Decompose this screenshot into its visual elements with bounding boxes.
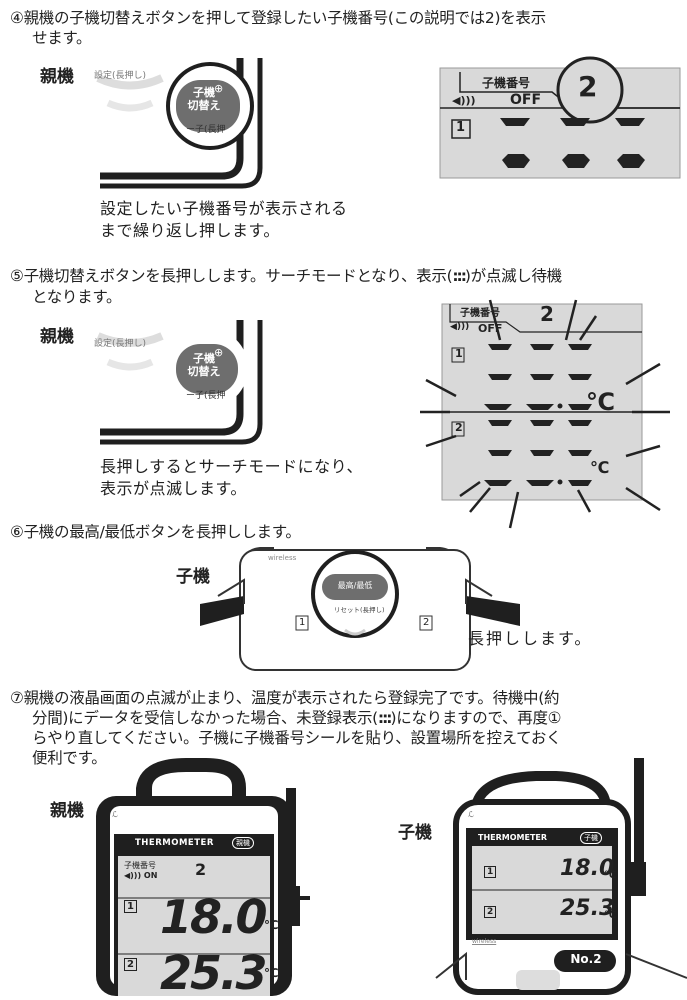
- parent-device-illustration-2: [96, 320, 263, 445]
- child-unit2: ℃: [604, 910, 617, 921]
- button-label-line1: 子機: [193, 352, 215, 365]
- step5-text-a: ⑤子機切替えボタンを長押しします。サーチモードとなり、表示(: [10, 267, 453, 285]
- speaker-icon-4: ◀))): [452, 94, 476, 107]
- lcd-child-number-label-4: 子機番号: [482, 76, 531, 90]
- parent-thermometer-device: [96, 758, 310, 996]
- step4-caption-line1: 設定したい子機番号が表示される: [100, 199, 348, 218]
- step5-caption-line1: 長押しするとサーチモードになり、: [100, 457, 364, 476]
- lcd-ch2-5: 2: [455, 421, 463, 434]
- lcd-selected-number-4: 2: [578, 70, 598, 103]
- child-lcd-ch2: 2: [484, 906, 497, 918]
- blink-symbol-icon: :::: [452, 267, 467, 285]
- child-ch1: 1: [299, 617, 306, 628]
- brand-text-1: wireless: [268, 554, 297, 562]
- lcd-display-blinking: [420, 299, 670, 529]
- child-lcd-ch1: 1: [484, 866, 497, 878]
- brand-text-2: wireless: [472, 938, 497, 945]
- celsius-icon-2: ℃: [590, 458, 610, 477]
- thermometer-label-parent: THERMOMETER: [135, 838, 214, 848]
- button-label-line2: 切替え: [187, 99, 221, 112]
- parent-label-3: 親機: [50, 801, 84, 821]
- child-temp2: 25.3: [560, 896, 615, 921]
- speaker-icon-5: ◀))): [450, 322, 470, 332]
- parent-ch2: 2: [124, 958, 137, 971]
- step4-line1: ④親機の子機切替えボタンを押して登録したい子機番号(この説明では2)を表示: [10, 9, 546, 27]
- lcd-child-number-label-5: 子機番号: [460, 308, 500, 319]
- child-ch2: 2: [423, 617, 430, 628]
- reset-text: リセット(長押し): [334, 606, 385, 614]
- brand-logo-parent: ℒ: [112, 810, 118, 819]
- reset-fragment-2: ー子(長押: [186, 391, 226, 401]
- setting-text-2: 設定(長押し): [94, 339, 147, 349]
- parent-temp1: 18.0: [160, 890, 267, 944]
- button-label-line1: 子機: [193, 86, 215, 99]
- max-min-button[interactable]: 最高/最低: [337, 581, 373, 590]
- parent-device-illustration-1: [96, 58, 263, 189]
- child-label-1: 子機: [176, 567, 210, 587]
- parent-temp2: 25.3: [160, 946, 267, 1000]
- step4-line2: せます。: [32, 29, 92, 47]
- lcd-off-4: OFF: [510, 92, 542, 108]
- plus-icon: ⊕: [214, 82, 224, 95]
- brand-logo-child: ℒ: [468, 810, 474, 819]
- child-switch-button-2[interactable]: 子機 切替え: [184, 352, 224, 378]
- child-label-2: 子機: [398, 823, 432, 843]
- child-temp1: 18.0: [560, 856, 615, 881]
- parent-label-2: 親機: [40, 327, 74, 347]
- lcd-ch1-4: 1: [456, 120, 466, 135]
- plus-icon: ⊕: [214, 346, 224, 359]
- parent-child-number-label: 子機番号: [124, 861, 156, 870]
- parent-unit2: ℃: [264, 966, 279, 980]
- step5-line1: ⑤子機切替えボタンを長押しします。サーチモードとなり、表示(:::)が点滅し待機: [10, 266, 562, 286]
- step6-caption: 長押しします。: [468, 629, 593, 648]
- lcd-ch1-5: 1: [455, 347, 463, 360]
- lcd-selected-number-5: 2: [540, 302, 554, 326]
- parent-unit1: ℃: [264, 918, 279, 932]
- parent-label-1: 親機: [40, 67, 74, 87]
- celsius-icon-1: ℃: [586, 388, 616, 416]
- step7-line2: 分間)にデータを受信しなかった場合、未登録表示(:::)になりますので、再度①: [32, 708, 562, 728]
- child-device-illustration: [200, 547, 520, 671]
- step7-text-b: )になりますので、再度①: [390, 709, 562, 727]
- child-unit1: ℃: [604, 870, 617, 881]
- step5-caption-line2: 表示が点滅します。: [100, 479, 247, 498]
- parent-ch1: 1: [124, 900, 137, 913]
- parent-sound-on: ◀))) ON: [124, 871, 158, 880]
- thermometer-label-child: THERMOMETER: [478, 833, 548, 842]
- reset-fragment-1: ー子(長押: [186, 125, 226, 135]
- setting-text-1: 設定(長押し): [94, 71, 147, 81]
- lcd-off-5: OFF: [478, 322, 503, 335]
- step7-line3: らやり直してください。子機に子機番号シールを貼り、設置場所を控えておく: [32, 729, 562, 747]
- child-switch-button-1[interactable]: 子機 切替え: [184, 86, 224, 112]
- child-badge: 子機: [580, 832, 602, 844]
- step5-text-b: )が点滅し待機: [464, 267, 562, 285]
- lcd-display-step4: [439, 56, 681, 179]
- child-thermometer-device: [435, 758, 687, 995]
- step7-line4: 便利です。: [32, 749, 107, 767]
- button-label-line2: 切替え: [187, 365, 221, 378]
- step7-line1: ⑦親機の液晶画面の点滅が止まり、温度が表示されたら登録完了です。待機中(約: [10, 689, 560, 707]
- parent-selected-number: 2: [195, 860, 207, 879]
- step4-caption-line2: まで繰り返し押します。: [100, 221, 280, 240]
- step5-line2: となります。: [32, 288, 122, 306]
- parent-badge: 親機: [232, 837, 254, 849]
- step6-line1: ⑥子機の最高/最低ボタンを長押しします。: [10, 523, 301, 541]
- step7-text-a: 分間)にデータを受信しなかった場合、未登録表示(: [32, 709, 378, 727]
- unregistered-symbol-icon: :::: [377, 709, 393, 727]
- no2-badge: No.2: [570, 952, 602, 966]
